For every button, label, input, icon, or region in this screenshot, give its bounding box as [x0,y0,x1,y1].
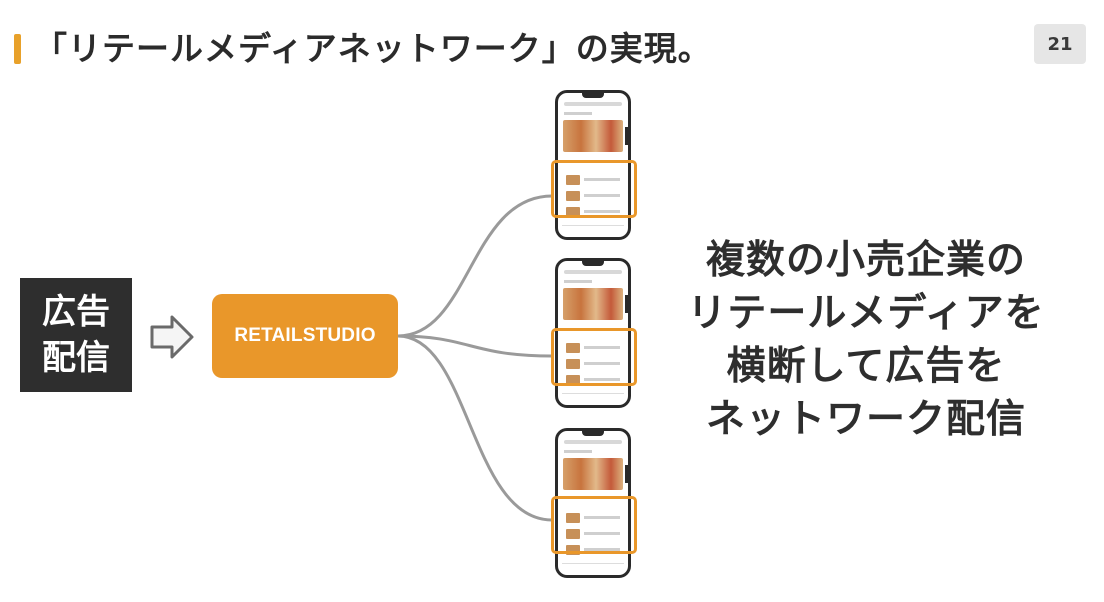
phone-notch [582,261,604,266]
phone-list-text [584,378,620,381]
phone-tab-bar [562,393,624,400]
phone-list-thumb [566,545,580,555]
phone-banner [563,458,623,490]
retailstudio-platform-box: RETAILSTUDIO [212,294,398,378]
ad-slot-highlight [551,328,637,386]
value-proposition-line1: 複数の小売企業の [705,238,1026,283]
phone-list-thumb [566,529,580,539]
phone-banner [563,288,623,320]
title-accent-bar [14,34,21,64]
phone-header [564,440,622,444]
phone-list-thumb [566,191,580,201]
phone-header [564,102,622,106]
phone-side-button [625,127,628,145]
connector-top [397,194,553,338]
ad-slot-highlight [551,496,637,554]
phone-tab-bar [562,225,624,232]
phone-list-text [584,362,620,365]
phone-list-text [584,194,620,197]
value-proposition-line4: ネットワーク配信 [705,397,1026,442]
ad-delivery-label-line2: 配信 [42,338,110,378]
connector-middle [397,334,553,358]
phone-tab-bar [562,563,624,570]
phone-list-text [584,178,620,181]
phone-subheader [564,280,592,283]
ad-delivery-box: 広告 配信 [20,278,132,392]
phone-side-button [625,295,628,313]
phone-list-text [584,516,620,519]
phone-list-text [584,210,620,213]
value-proposition-text: 複数の小売企業の リテールメディアを 横断して広告を ネットワーク配信 [656,234,1076,446]
phone-list-thumb [566,207,580,217]
connector-bottom [397,334,553,522]
phone-list-text [584,548,620,551]
phone-list-text [584,346,620,349]
right-arrow-outline-icon [150,315,194,359]
phone-header [564,270,622,274]
value-proposition-line2: リテールメディアを [687,291,1045,336]
phone-list-thumb [566,375,580,385]
phone-list-text [584,532,620,535]
slide-title: 「リテールメディアネットワーク」の実現。 [34,29,712,68]
phone-banner [563,120,623,152]
phone-subheader [564,112,592,115]
phone-notch [582,93,604,98]
ad-delivery-label-line1: 広告 [42,292,110,332]
phone-side-button [625,465,628,483]
phone-list-thumb [566,359,580,369]
page-number-badge: 21 [1034,24,1086,64]
phone-list-thumb [566,343,580,353]
ad-slot-highlight [551,160,637,218]
phone-list-thumb [566,175,580,185]
phone-subheader [564,450,592,453]
value-proposition-line3: 横断して広告を [726,344,1006,389]
phone-notch [582,431,604,436]
phone-list-thumb [566,513,580,523]
